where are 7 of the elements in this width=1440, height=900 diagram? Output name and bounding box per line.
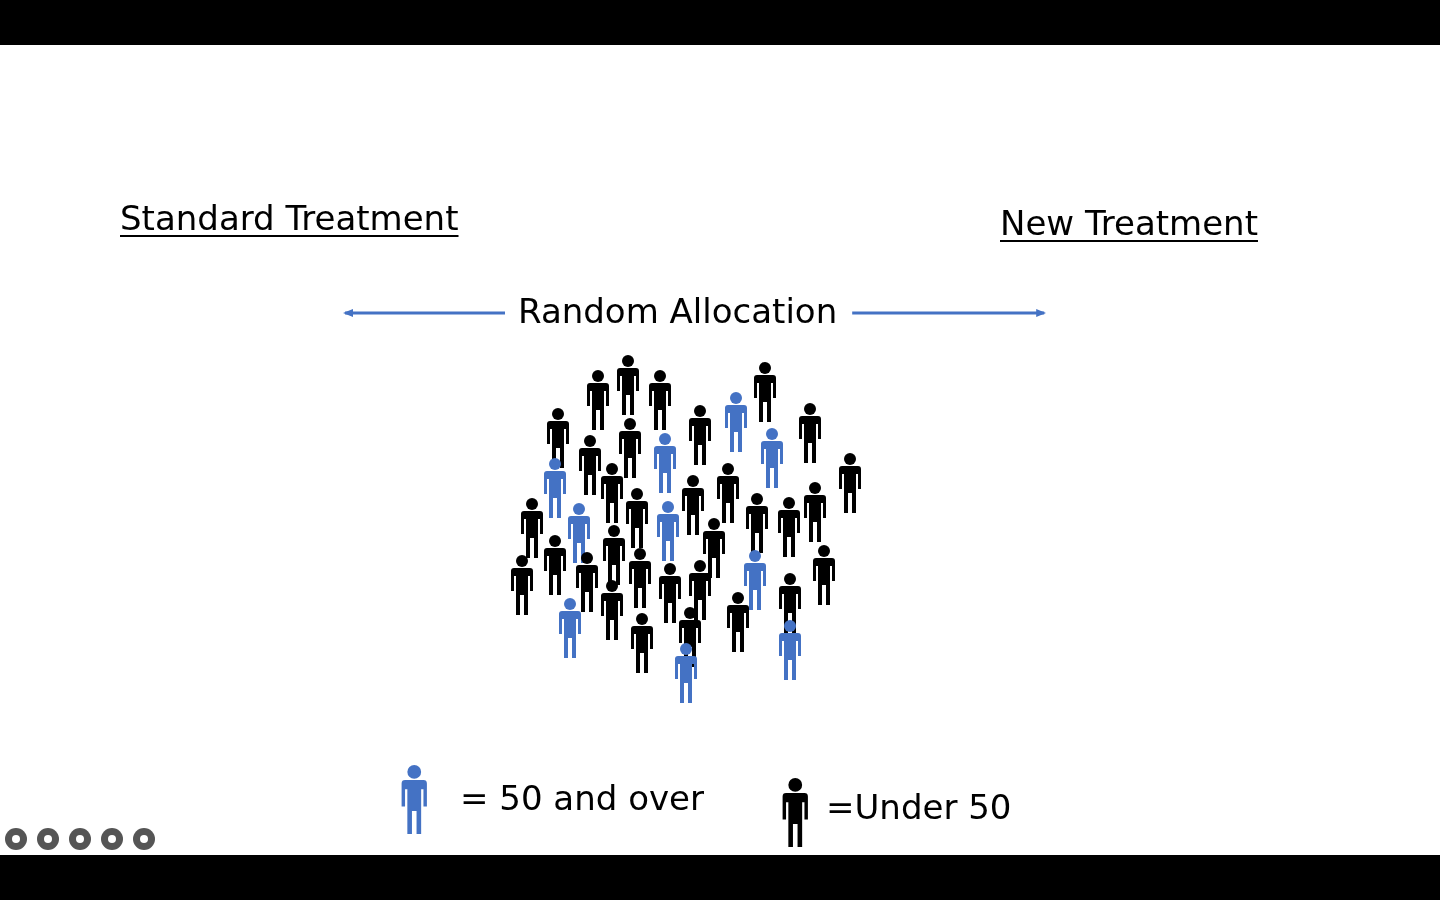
legend-label: = 50 and over — [460, 778, 704, 818]
group-heading: Standard Treatment — [120, 198, 459, 238]
group-heading: New Treatment — [1000, 203, 1258, 243]
arrow — [343, 309, 505, 317]
process-label: Random Allocation — [518, 291, 838, 331]
legend-label: =Under 50 — [826, 787, 1012, 827]
arrow — [852, 309, 1047, 317]
